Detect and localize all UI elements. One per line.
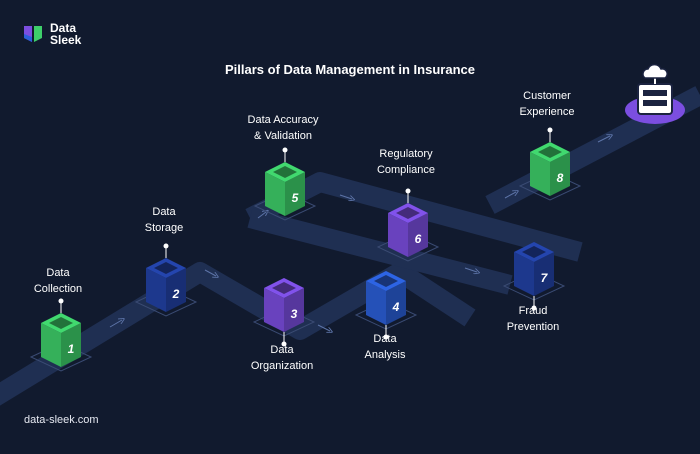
footer-url: data-sleek.com (24, 414, 99, 426)
pillar-number-6: 6 (415, 232, 422, 246)
pillar-cubes: 1 2 3 4 5 6 7 8 (29, 127, 582, 372)
pillar-left-face-4 (366, 281, 386, 325)
pillar-top-inset-5 (273, 166, 297, 178)
brand-name: Data Sleek (50, 22, 90, 46)
brand-name-line-1: Data (50, 21, 77, 35)
pillar-cube-1: 1 (29, 298, 93, 372)
pillar-dot-3 (281, 341, 287, 347)
pillar-number-3: 3 (291, 307, 298, 321)
pillar-right-face-8 (550, 152, 570, 196)
brand-name-line-2: Sleek (50, 33, 82, 47)
pillar-dot-6 (405, 188, 411, 194)
pillar-left-face-8 (530, 152, 550, 196)
pillar-5-label: Data Accuracy& Validation (247, 114, 319, 142)
pillar-number-2: 2 (172, 287, 180, 301)
pillar-number-7: 7 (541, 271, 549, 285)
pillar-left-face-5 (265, 172, 285, 216)
road-main (0, 262, 476, 406)
brand-logo: Data Sleek (22, 22, 90, 46)
pillar-cube-5: 5 (253, 147, 317, 221)
pillar-number-1: 1 (68, 342, 75, 356)
pillar-top-inset-4 (374, 275, 398, 287)
pillar-left-face-6 (388, 213, 408, 257)
pillar-number-5: 5 (292, 191, 299, 205)
pillar-dot-1 (58, 298, 64, 304)
pillar-dot-7 (531, 305, 537, 311)
pillar-right-face-3 (284, 288, 304, 332)
road-arrows (109, 136, 610, 331)
cloud-server-icon (625, 63, 685, 124)
pillar-left-face-1 (41, 323, 61, 367)
pillar-dot-4 (383, 334, 389, 340)
pillar-right-face-7 (534, 252, 554, 296)
pillar-right-face-1 (61, 323, 81, 367)
pillar-right-face-4 (386, 281, 406, 325)
diagram-title: Pillars of Data Management in Insurance (225, 62, 475, 77)
pillar-cube-4: 4 (354, 271, 418, 340)
pillar-top-inset-7 (522, 246, 546, 258)
pillar-top-inset-2 (154, 262, 178, 274)
pillar-top-inset-8 (538, 146, 562, 158)
road-lower (247, 208, 513, 295)
pillar-right-face-5 (285, 172, 305, 216)
pillar-cube-3: 3 (252, 278, 316, 347)
pillar-cube-6: 6 (376, 188, 440, 262)
pillar-number-4: 4 (392, 300, 400, 314)
pillar-dot-8 (547, 127, 553, 133)
pillar-left-face-3 (264, 288, 284, 332)
pillar-top-inset-1 (49, 317, 73, 329)
pillar-left-face-7 (514, 252, 534, 296)
data-sleek-logo-icon (24, 26, 42, 42)
pillar-right-face-6 (408, 213, 428, 257)
pillar-dot-2 (163, 243, 169, 249)
pillar-cube-8: 8 (518, 127, 582, 201)
pillar-number-8: 8 (557, 171, 564, 185)
pillar-dot-5 (282, 147, 288, 153)
pillar-cube-7: 7 (502, 242, 566, 311)
pillar-right-face-2 (166, 268, 186, 312)
pillar-top-inset-6 (396, 207, 420, 219)
pillar-left-face-2 (146, 268, 166, 312)
pillar-cube-2: 2 (134, 243, 198, 317)
pillar-top-inset-3 (272, 282, 296, 294)
